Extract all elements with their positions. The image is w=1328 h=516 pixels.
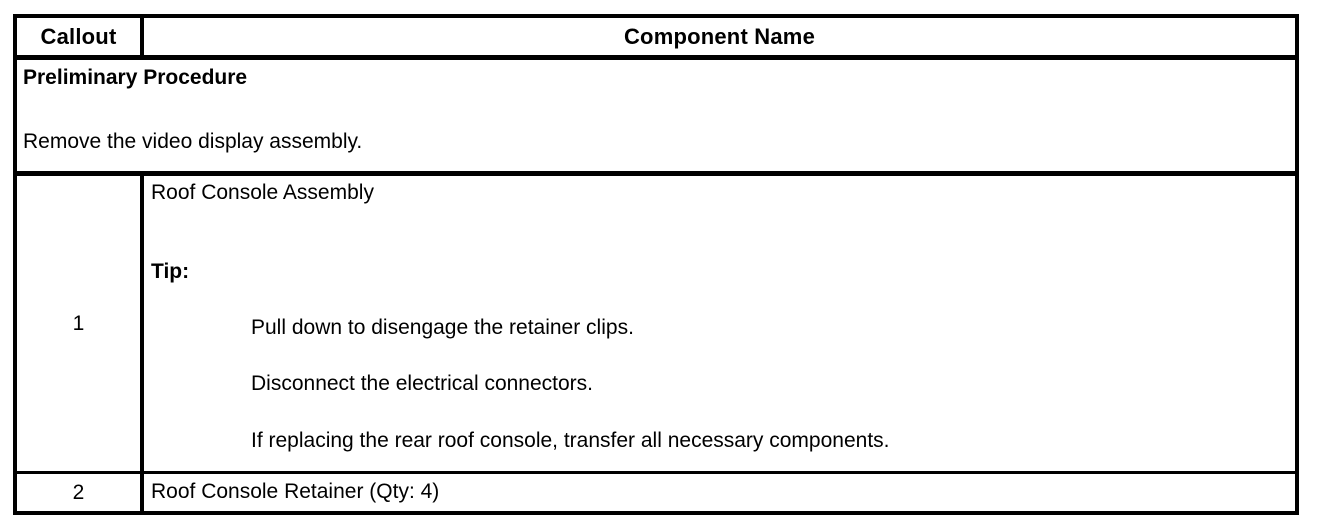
callout-number-1: 1 — [72, 312, 85, 335]
table-row: 2 Roof Console Retainer (Qty: 4) — [15, 472, 1297, 514]
preliminary-procedure-step: Remove the video display assembly. — [23, 130, 363, 154]
component-name-2: Roof Console Retainer (Qty: 4) — [151, 480, 440, 504]
callout-number-2: 2 — [72, 481, 85, 504]
header-label-callout: Callout — [40, 23, 117, 49]
table-row: 1 Roof Console Assembly Tip: Pull down t… — [15, 173, 1297, 474]
preliminary-procedure-cell: Preliminary Procedure Remove the video d… — [15, 57, 1297, 176]
tip-item: Pull down to disengage the retainer clip… — [251, 316, 634, 340]
component-detail-cell-2: Roof Console Retainer (Qty: 4) — [142, 473, 1297, 514]
tip-item: If replacing the rear roof console, tran… — [251, 428, 890, 452]
callout-number-cell-2: 2 — [15, 472, 144, 513]
table-header-row: Callout Component Name — [15, 16, 1297, 60]
preliminary-spacer — [23, 90, 1295, 130]
tip-list-1: Pull down to disengage the retainer clip… — [151, 316, 1295, 452]
parts-callout-table: Callout Component Name Preliminary Proce… — [13, 14, 1299, 515]
tip-item: Disconnect the electrical connectors. — [251, 372, 593, 396]
preliminary-procedure-title: Preliminary Procedure — [23, 66, 248, 89]
component-detail-cell-1: Roof Console Assembly Tip: Pull down to … — [142, 173, 1297, 474]
preliminary-procedure-row: Preliminary Procedure Remove the video d… — [15, 57, 1297, 176]
tip-label-1: Tip: — [151, 260, 190, 284]
header-cell-callout: Callout — [15, 16, 144, 60]
callout-number-cell-1: 1 — [15, 173, 144, 474]
header-label-component-name: Component Name — [623, 23, 816, 49]
component-name-1: Roof Console Assembly — [151, 181, 374, 204]
header-cell-component-name: Component Name — [142, 16, 1297, 60]
